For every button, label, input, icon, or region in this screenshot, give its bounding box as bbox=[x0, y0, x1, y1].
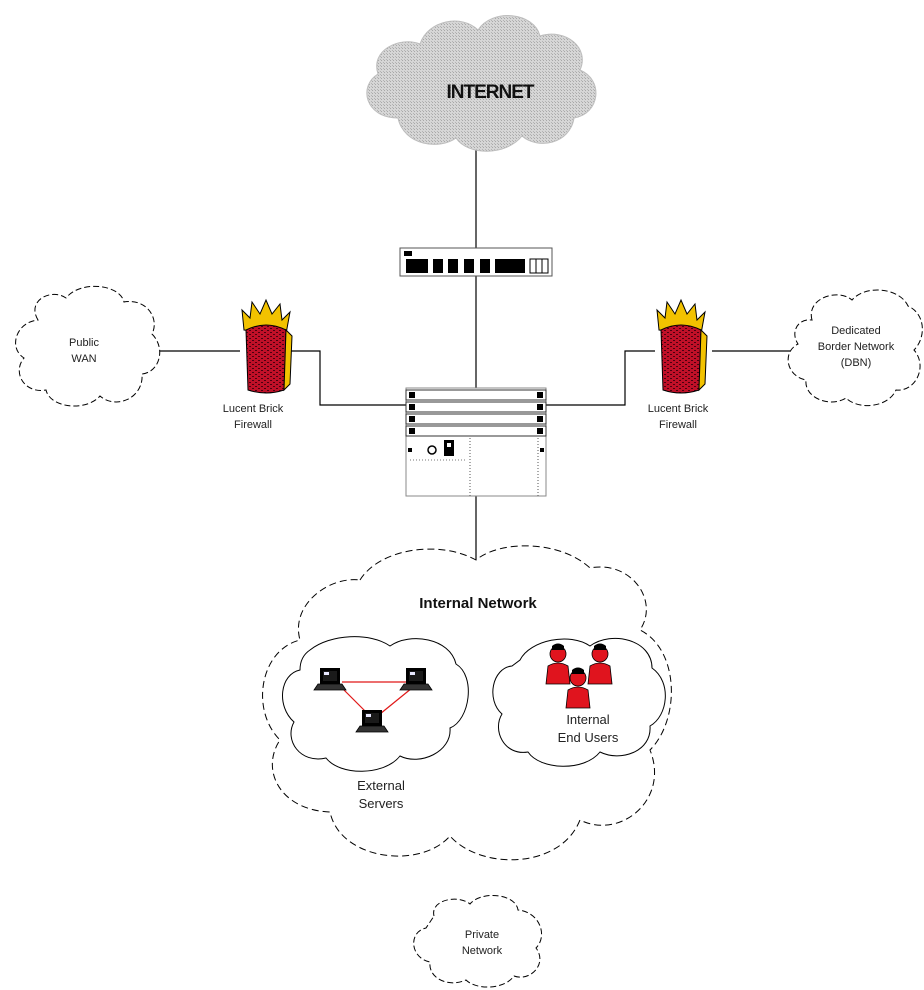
private-network-label-line1: Private bbox=[465, 929, 499, 941]
dbn-label-line2: Border Network bbox=[818, 341, 895, 353]
private-network-label-line2: Network bbox=[462, 945, 503, 957]
internet-cloud: INTERNET bbox=[366, 15, 597, 152]
dbn-label-line3: (DBN) bbox=[841, 357, 872, 369]
firewall-left-label: Lucent Brick Firewall bbox=[223, 403, 284, 431]
right-firewall-switch-link bbox=[546, 350, 655, 406]
external-servers-label-line2: Servers bbox=[359, 796, 404, 811]
public-wan-label-line2: WAN bbox=[71, 353, 96, 365]
firewall-right-label-line1: Lucent Brick bbox=[648, 403, 709, 415]
internal-users-cloud: Internal End Users bbox=[492, 637, 666, 767]
external-servers-cloud bbox=[282, 636, 469, 772]
internal-users-label-line1: Internal bbox=[566, 712, 609, 727]
firewall-right-label: Lucent Brick Firewall bbox=[648, 403, 709, 431]
internet-label: INTERNET bbox=[447, 82, 535, 103]
public-wan-cloud: Public WAN bbox=[15, 285, 161, 407]
internal-users-label-line2: End Users bbox=[558, 730, 619, 745]
switch-chassis bbox=[405, 387, 547, 497]
connection-lines bbox=[160, 150, 792, 560]
server-laptop-right-icon bbox=[399, 668, 433, 691]
server-laptop-bottom-icon bbox=[355, 710, 389, 733]
public-wan-label-line1: Public bbox=[69, 337, 99, 349]
firewall-left-label-line1: Lucent Brick bbox=[223, 403, 284, 415]
dbn-label-line1: Dedicated bbox=[831, 325, 881, 337]
internal-network-label: Internal Network bbox=[419, 595, 537, 612]
router-device bbox=[399, 247, 553, 277]
firewall-right-label-line2: Firewall bbox=[659, 419, 697, 431]
dbn-cloud: Dedicated Border Network (DBN) bbox=[787, 289, 923, 407]
external-servers-label-line1: External bbox=[357, 778, 405, 793]
left-firewall-switch-link bbox=[290, 350, 406, 406]
external-servers-label: External Servers bbox=[357, 778, 405, 811]
firewall-left bbox=[241, 298, 293, 394]
server-laptop-left-icon bbox=[313, 668, 347, 691]
server-link-right bbox=[379, 687, 413, 715]
firewall-right bbox=[656, 298, 708, 394]
firewall-left-label-line2: Firewall bbox=[234, 419, 272, 431]
server-link-left bbox=[341, 687, 369, 715]
private-network-cloud: Private Network bbox=[413, 894, 543, 988]
end-users-icon bbox=[545, 643, 613, 709]
